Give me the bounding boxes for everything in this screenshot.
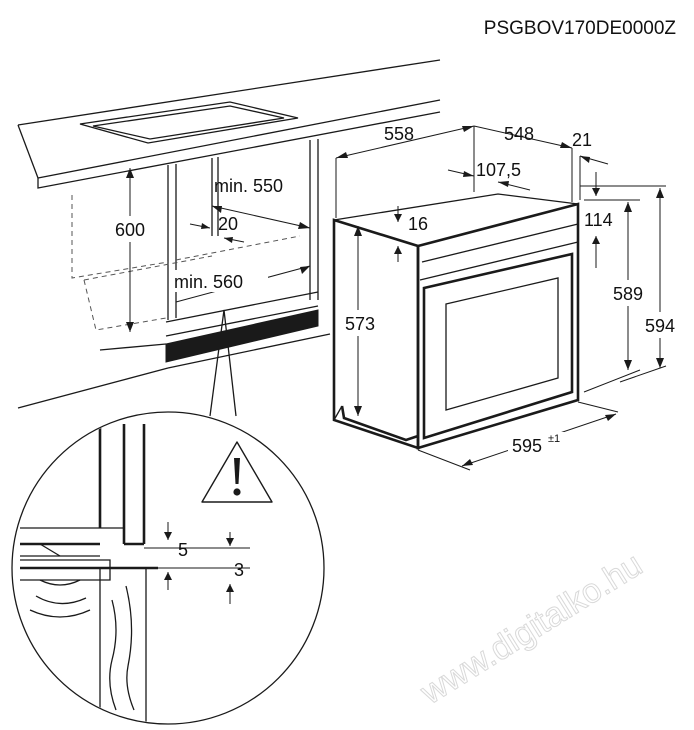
plinth-vent (165, 309, 319, 363)
svg-text:589: 589 (613, 284, 643, 304)
detail-callout: 5 3 (11, 309, 325, 725)
svg-text:548: 548 (504, 124, 534, 144)
dim-600: 600 (106, 168, 154, 332)
svg-text:107,5: 107,5 (476, 160, 521, 180)
kitchen-cabinet (17, 59, 441, 409)
dim-min-550: min. 550 (211, 176, 311, 229)
svg-text:573: 573 (345, 314, 375, 334)
dim-21: 21 (572, 130, 609, 200)
svg-text:114: 114 (584, 210, 613, 230)
dim-16: 16 (394, 206, 428, 262)
svg-text:3: 3 (234, 560, 244, 580)
dim-114: 114 (584, 172, 613, 268)
svg-text:min. 550: min. 550 (214, 176, 283, 196)
svg-text:±1: ±1 (548, 433, 560, 445)
svg-text:5: 5 (178, 540, 188, 560)
svg-text:558: 558 (384, 124, 414, 144)
dim-573: 573 (336, 226, 382, 416)
svg-text:600: 600 (115, 220, 145, 240)
dim-107-5: 107,5 (447, 160, 531, 191)
dim-589: 589 (583, 199, 650, 393)
dim-558: 558 (335, 124, 475, 218)
dim-548: 548 (473, 124, 573, 202)
svg-text:min. 560: min. 560 (174, 272, 243, 292)
model-title: PSGBOV170DE0000Z (484, 18, 677, 39)
oven-unit (332, 193, 580, 450)
svg-text:594: 594 (645, 316, 675, 336)
svg-text:16: 16 (408, 214, 428, 234)
dim-594: 594 (580, 185, 684, 383)
dim-20: 20 (189, 214, 245, 243)
watermark: www.digitalko.hu (413, 545, 649, 712)
warning-triangle-icon (201, 441, 273, 503)
svg-text:21: 21 (572, 130, 592, 150)
svg-text:595: 595 (512, 436, 542, 456)
svg-text:20: 20 (218, 214, 238, 234)
dim-min-560: min. 560 (172, 265, 311, 303)
dim-595: 595 ±1 (417, 401, 619, 471)
